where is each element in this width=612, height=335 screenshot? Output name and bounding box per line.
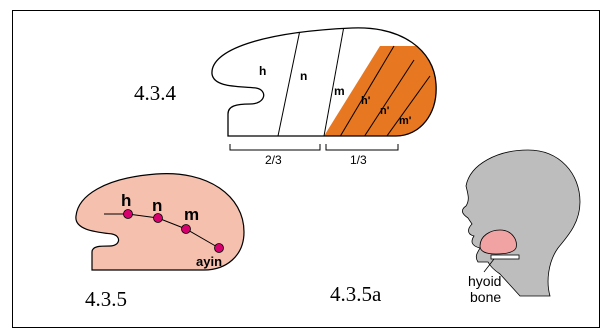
point-label-n: n [152,196,162,215]
hyoid-label-line-2: bone [470,289,501,305]
bracket-label-two-thirds: 2/3 [265,153,282,167]
divider-line-2 [323,27,345,136]
figure-label-4-3-5a: 4.3.5a [330,282,382,306]
point-label-ayin: ayin [196,254,222,269]
hyoid-label-line-1: hyoid [468,273,501,289]
point-label-m: m [184,205,199,224]
tongue-shape-435a [479,229,517,255]
divider-line-4 [361,59,415,136]
segment-label-h: h [259,64,266,78]
segment-label-h-prime: h' [361,95,371,107]
head-profile [462,149,581,297]
segment-label-n: n [300,69,307,83]
point-m [181,224,191,234]
segment-label-m-prime: m' [399,115,412,127]
figure-4-3-5a: hyoid bone 4.3.5a [330,149,581,306]
hyoid-pointer [483,258,495,273]
figure-4-3-4: h n m h' n' m' 2/3 1/3 4.3.4 [134,27,437,167]
divider-line-3 [337,45,395,136]
hyoid-bone [490,254,520,260]
point-ayin [214,243,224,253]
bracket-one-third [325,144,399,151]
divider-line-5 [383,75,431,136]
figure-4-3-5: h n m ayin 4.3.5 [75,173,245,311]
figure-label-4-3-5: 4.3.5 [85,287,127,311]
segment-label-n-prime: n' [380,105,390,117]
bracket-label-one-third: 1/3 [350,153,367,167]
tongue-outline-434 [211,27,437,137]
point-label-h: h [121,191,131,210]
point-n [153,213,163,223]
bracket-two-thirds [229,144,321,151]
divider-line-1 [277,29,301,136]
segment-label-m: m [334,84,345,98]
point-h [123,209,133,219]
figure-label-4-3-4: 4.3.4 [134,81,177,105]
